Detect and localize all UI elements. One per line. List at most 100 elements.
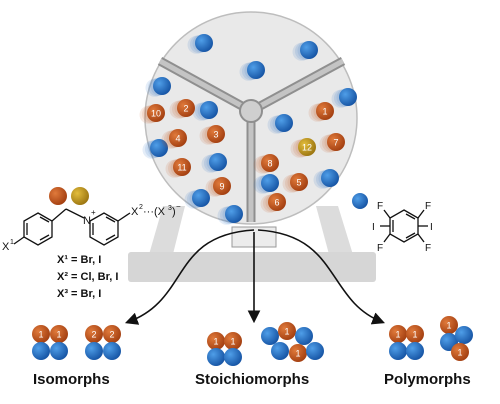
drum-base — [128, 252, 376, 282]
cluster-ball-2: 2 — [103, 325, 121, 343]
ball-number: 1 — [284, 327, 289, 337]
cluster-ball-1: 1 — [451, 343, 469, 361]
ball-number: 4 — [175, 134, 180, 144]
numbered-ball-1: 1 — [308, 102, 334, 122]
ball-number: 3 — [213, 130, 218, 140]
legend-x2: X² = Cl, Br, I — [57, 271, 118, 283]
blue-ball — [253, 174, 279, 194]
drum-hub — [239, 99, 263, 123]
cluster-ball-1: 1 — [406, 325, 424, 343]
blue-ball — [142, 139, 168, 159]
ball-number: 8 — [267, 159, 272, 169]
pyridinium-structure — [13, 208, 131, 246]
cluster-blue-ball — [406, 342, 424, 360]
blue-ball — [292, 41, 318, 61]
numbered-ball-3: 3 — [199, 125, 225, 145]
arrow-to-polymorphs — [257, 229, 385, 325]
fluorine-2: F — [377, 201, 383, 212]
x1-superscript: 1 — [10, 239, 14, 246]
cluster-blue-ball — [389, 342, 407, 360]
cluster-blue-ball — [32, 342, 50, 360]
ball-number: 1 — [56, 330, 61, 340]
blue-ball — [217, 205, 243, 225]
ball-number: 1 — [38, 330, 43, 340]
blue-ball — [313, 169, 339, 189]
fluorine-1: F — [425, 201, 431, 212]
ball-number: 6 — [274, 198, 279, 208]
cluster-blue-ball — [455, 326, 473, 344]
blue-ball — [187, 34, 213, 54]
drum-balls: 10 2 1 4 3 7 11 8 5 9 6 12 — [139, 34, 357, 225]
caption-isomorphs: Isomorphs — [33, 371, 110, 388]
cluster-blue-ball — [85, 342, 103, 360]
cluster-ball-1: 1 — [389, 325, 407, 343]
diiodotetrafluorobenzene-structure — [380, 209, 428, 243]
cluster-blue-ball — [224, 348, 242, 366]
gold-ball-free — [71, 187, 89, 205]
arrow-to-isomorphs — [124, 229, 255, 325]
ball-number: 1 — [213, 337, 218, 347]
ball-number: 1 — [230, 337, 235, 347]
cluster-ball-2: 2 — [85, 325, 103, 343]
cluster-blue-ball — [261, 327, 279, 345]
blue-ball — [267, 114, 293, 134]
polymorph-cluster-2: 11 — [440, 316, 473, 361]
numbered-ball-4: 4 — [161, 129, 187, 149]
blue-ball — [145, 77, 171, 97]
cluster-ball-1: 1 — [278, 322, 296, 340]
blue-ball — [331, 88, 357, 108]
ball-number: 9 — [219, 182, 224, 192]
ball-number: 2 — [109, 330, 114, 340]
cluster-ball-1: 1 — [224, 332, 242, 350]
cluster-ball-1: 1 — [207, 332, 225, 350]
cluster-blue-ball — [295, 327, 313, 345]
n-charge: + — [91, 208, 96, 217]
numbered-ball-9: 9 — [205, 177, 231, 197]
fluorine-3: F — [425, 243, 431, 254]
iodine-1: I — [430, 222, 433, 233]
ball-number: 12 — [302, 143, 312, 153]
blue-ball — [184, 189, 210, 209]
blue-ball — [201, 153, 227, 173]
cluster-ball-1: 1 — [289, 344, 307, 362]
ball-number: 5 — [296, 178, 301, 188]
iodine-2: I — [372, 222, 375, 233]
legend-x1: X¹ = Br, I — [57, 254, 101, 266]
cluster-blue-ball — [271, 342, 289, 360]
numbered-ball-8: 8 — [253, 154, 279, 174]
x2-label: X — [131, 206, 139, 218]
legend-x3: X³ = Br, I — [57, 288, 101, 300]
blue-ball-free — [352, 193, 368, 209]
output-arrows — [124, 229, 385, 325]
x3-charge: − — [176, 202, 181, 211]
x3-superscript: 3 — [168, 205, 172, 212]
ball-number: 1 — [322, 107, 327, 117]
numbered-ball-2: 2 — [169, 99, 195, 119]
ball-number: 11 — [177, 163, 186, 173]
cluster-blue-ball — [306, 342, 324, 360]
numbered-ball-10: 10 — [139, 104, 165, 124]
x1-label: X — [2, 241, 10, 253]
caption-stoichiomorphs: Stoichiomorphs — [195, 371, 309, 388]
cluster-ball-1: 1 — [440, 316, 458, 334]
ball-number: 1 — [295, 349, 300, 359]
ball-number: 1 — [412, 330, 417, 340]
cluster-ball-1: 1 — [50, 325, 68, 343]
numbered-ball-7: 7 — [319, 133, 345, 153]
stoichiomorph-cluster-2: 11 — [261, 322, 324, 362]
cluster-blue-ball — [207, 348, 225, 366]
n-label: N — [83, 215, 91, 227]
ball-number: 2 — [183, 104, 188, 114]
ball-number: 7 — [333, 138, 338, 148]
cluster-blue-ball — [50, 342, 68, 360]
numbered-ball-6: 6 — [260, 193, 286, 213]
ball-number: 1 — [395, 330, 400, 340]
numbered-ball-11: 11 — [165, 158, 191, 178]
x3-close: ) — [172, 206, 176, 218]
